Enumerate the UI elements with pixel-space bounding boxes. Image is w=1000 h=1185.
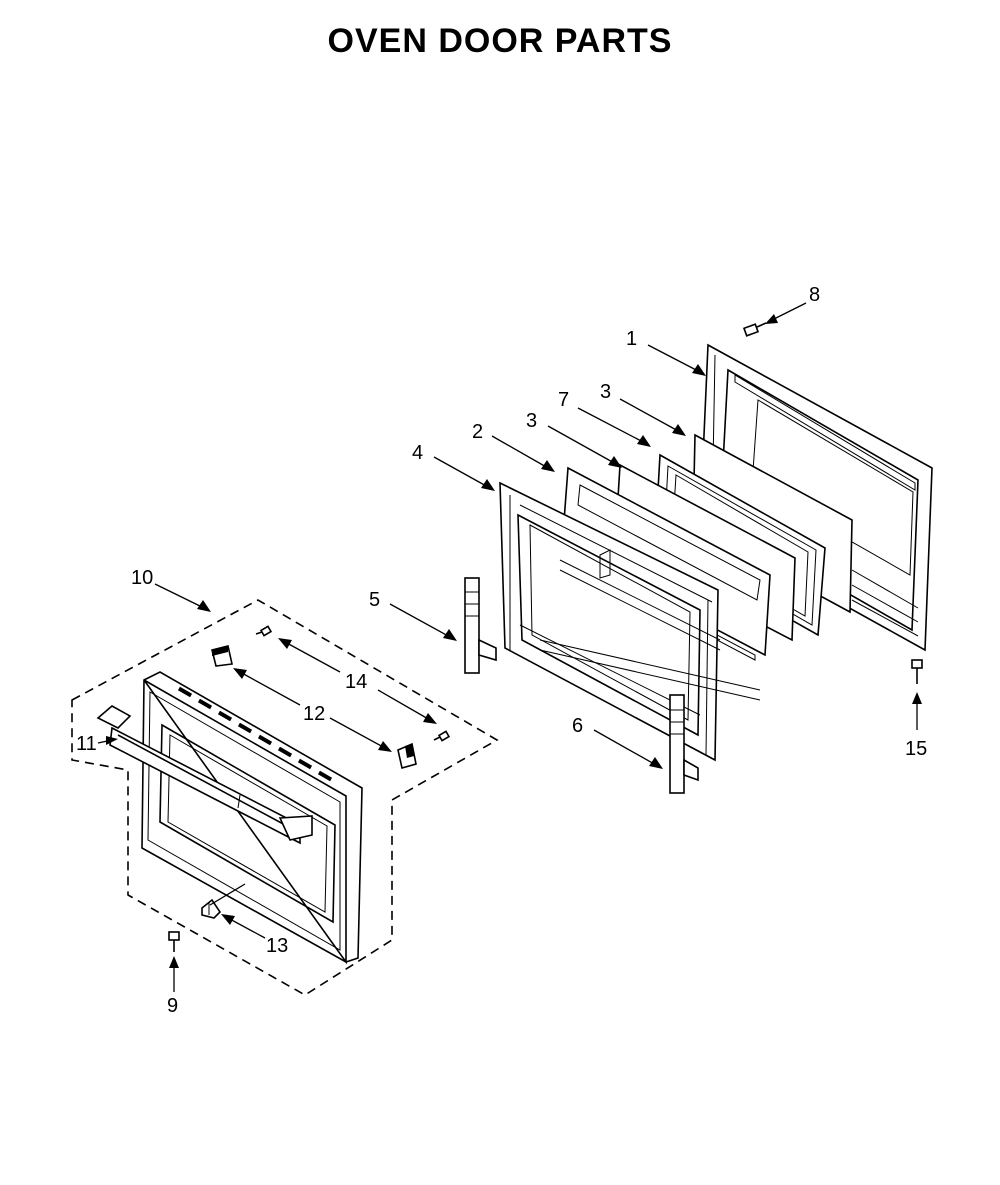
part-screw-bottom-right [911,659,923,684]
callout-2: 2 [472,421,483,443]
part-hinge-left [464,577,497,674]
part-hinge-right [669,694,699,794]
callout-4: 4 [412,442,423,464]
callout-15: 15 [905,738,927,760]
part-inner-door-frame [499,481,761,762]
callout-14: 14 [345,671,367,693]
part-screw-14-top [255,625,273,637]
part-screw-bottom-left [168,931,180,952]
leader-lines [97,302,922,992]
callout-3-front: 3 [526,410,537,432]
part-outer-door-assembly-outline [71,599,499,996]
page-title: OVEN DOOR PARTS [327,22,673,60]
part-screw-top [742,322,767,337]
callout-13: 13 [266,935,288,957]
callout-labels: 1 8 3 7 3 2 4 5 6 10 11 12 14 13 9 15 [76,284,927,1017]
callout-1: 1 [626,328,637,350]
callout-11: 11 [76,733,97,755]
callout-6: 6 [572,715,583,737]
callout-7: 7 [558,389,569,411]
part-screw-14-right [433,730,451,742]
part-clip [201,898,222,919]
callout-12: 12 [303,703,325,725]
callout-3-rear: 3 [600,381,611,403]
callout-9: 9 [167,995,178,1017]
part-bracket-left [211,645,233,667]
part-bracket-right [397,742,417,770]
part-inner-door-panel [699,343,933,652]
callout-8: 8 [809,284,820,306]
callout-10: 10 [131,567,153,589]
callout-5: 5 [369,589,380,611]
